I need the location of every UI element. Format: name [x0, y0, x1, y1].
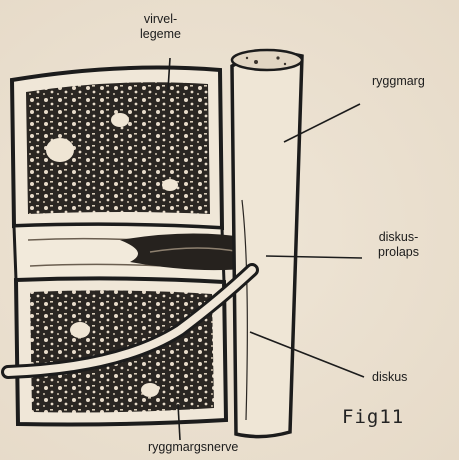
spinal-nerve-label: ryggmargsnerve [148, 440, 238, 455]
disc-prolapse-label: diskus- prolaps [378, 230, 419, 260]
intervertebral-disc [14, 224, 269, 282]
spinal-cord [232, 50, 302, 437]
disc-prolapse-label-line1: diskus- [378, 230, 419, 245]
upper-vertebral-body [12, 68, 222, 228]
figure-number: Fig11 [342, 406, 404, 428]
disc-label: diskus [372, 370, 407, 385]
vertebral-body-label: virvel- legeme [140, 12, 181, 42]
vertebral-body-label-line1: virvel- [140, 12, 181, 27]
spinal-cord-label: ryggmarg [372, 74, 425, 89]
disc-prolapse-label-line2: prolaps [378, 245, 419, 260]
vertebral-body-label-line2: legeme [140, 27, 181, 42]
